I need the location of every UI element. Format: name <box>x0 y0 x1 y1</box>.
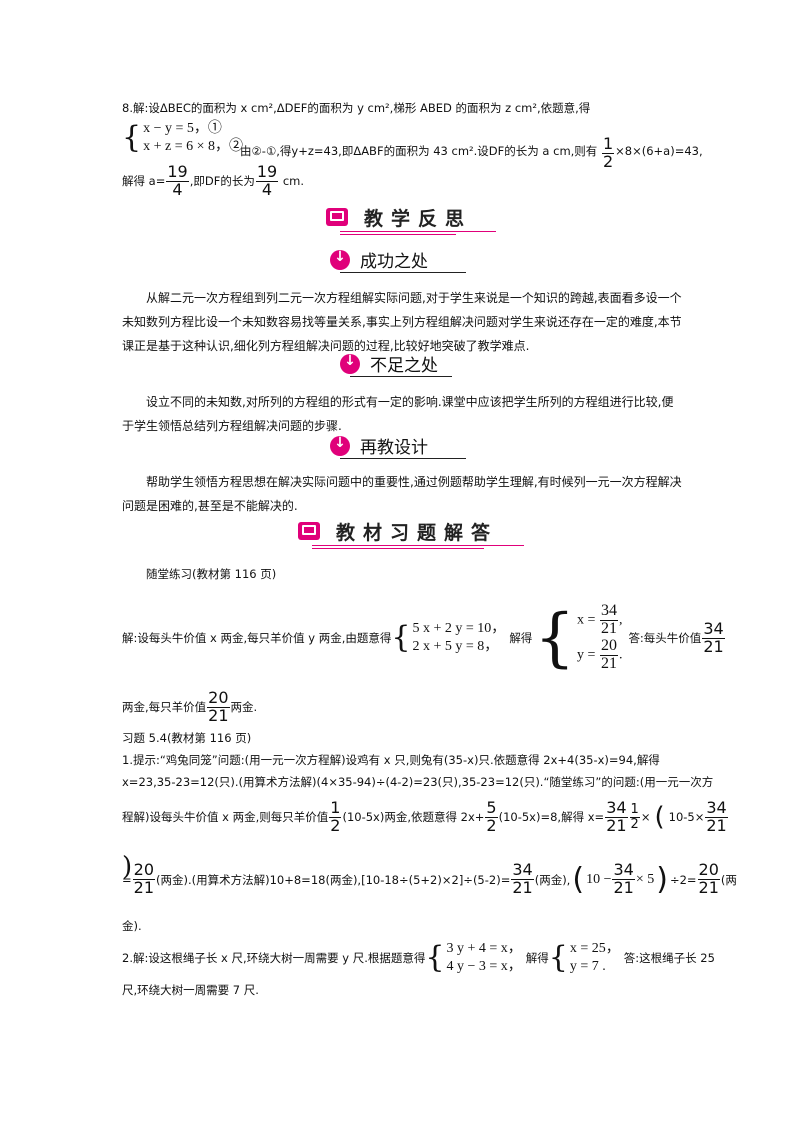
q8-line1: 8.解:设ΔBEC的面积为 x cm²,ΔDEF的面积为 y cm²,梯形 AB… <box>122 101 591 115</box>
exercise-1-line2: x=23,35-23=12(只).(用算术方法解)(4×35-94)÷(4-2)… <box>122 775 714 789</box>
practice-heading: 随堂练习(教材第 116 页) <box>146 567 277 581</box>
paren-close: ) <box>122 852 133 882</box>
subheading-success: 成功之处 <box>330 249 466 276</box>
monitor-icon <box>298 522 320 540</box>
down-arrow-icon <box>340 353 360 374</box>
down-arrow-icon <box>330 249 350 270</box>
subheading-shortfall: 不足之处 <box>340 353 452 380</box>
q8-eq2: x + z = 6 × 8，② <box>143 139 243 155</box>
redesign-paragraph: 帮助学生领悟方程思想在解决实际问题中的重要性,通过例题帮助学生理解,有时候列一元… <box>122 475 682 513</box>
monitor-icon <box>326 208 348 226</box>
exercise-heading: 习题 5.4(教材第 116 页) <box>122 731 252 745</box>
down-arrow-icon <box>330 435 350 456</box>
q8-eq1: x − y = 5，① <box>143 121 222 136</box>
q8-line2: 由②-①,得y+z=43,即ΔABF的面积为 43 cm².设DF的长为 a c… <box>240 134 703 171</box>
practice-line1: 解:设每头牛价值 x 两金,每只羊价值 y 两金,由题意得 { 5 x + 2 … <box>122 601 725 675</box>
exercise-2-line2: 尺,环绕大树一周需要 7 尺. <box>122 983 259 997</box>
exercise-1-line1: 1.提示:“鸡兔同笼”问题:(用一元一次方程解)设鸡有 x 只,则兔有(35-x… <box>122 753 660 767</box>
success-paragraph: 从解二元一次方程组到列二元一次方程组解实际问题,对于学生来说是一个知识的跨越,表… <box>122 291 682 353</box>
subheading-redesign: 再教设计 <box>330 435 466 462</box>
exercise-2-line1: 2.解:设这根绳子长 x 尺,环绕大树一周需要 y 尺.根据题意得 { 3 y … <box>122 940 715 975</box>
shortfall-paragraph: 设立不同的未知数,对所列的方程组的形式有一定的影响.课堂中应该把学生所列的方程组… <box>122 395 674 433</box>
exercise-1-line5: 金). <box>122 919 142 933</box>
banner-teaching-reflection: 教学反思 <box>326 206 496 236</box>
banner-textbook-answers: 教材习题解答 <box>298 520 524 550</box>
